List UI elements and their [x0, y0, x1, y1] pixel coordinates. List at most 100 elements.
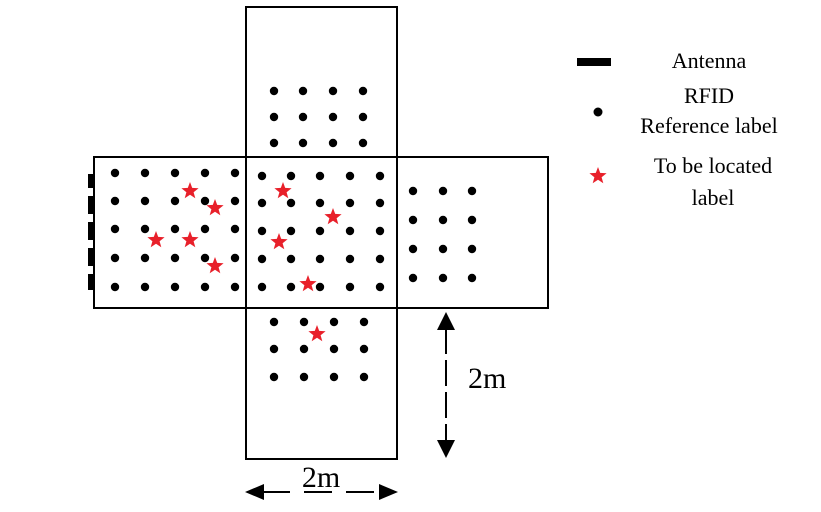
reference-dot: [408, 186, 418, 196]
vertical-dimension: [437, 312, 455, 458]
reference-dot: [359, 344, 369, 354]
reference-dot: [375, 254, 385, 264]
reference-dot: [298, 86, 308, 96]
reference-dot: [467, 186, 477, 196]
horizontal-dimension: [245, 484, 398, 500]
legend-located-line2: label: [692, 185, 735, 210]
black-dot-icon: [593, 107, 603, 117]
reference-dot: [140, 253, 150, 263]
reference-dot: [298, 138, 308, 148]
room-right: [396, 156, 549, 309]
reference-dot: [110, 224, 120, 234]
horizontal-dimension-label: 2m: [302, 461, 340, 494]
located-star: [181, 231, 199, 248]
reference-dot: [359, 372, 369, 382]
room-bottom: [245, 307, 398, 460]
room-outlines: [93, 6, 549, 460]
reference-dot: [298, 112, 308, 122]
reference-dot: [408, 244, 418, 254]
reference-dot: [438, 244, 448, 254]
reference-dot: [257, 198, 267, 208]
reference-dot: [200, 196, 210, 206]
reference-dot: [375, 198, 385, 208]
located-star: [147, 231, 165, 248]
reference-dot: [299, 372, 309, 382]
legend-antenna-label: Antenna: [672, 48, 747, 73]
reference-dot: [315, 254, 325, 264]
reference-dot: [200, 224, 210, 234]
reference-dot: [467, 273, 477, 283]
antenna-mark: [88, 174, 93, 188]
reference-dot: [269, 86, 279, 96]
legend-located-line1: To be located: [654, 153, 772, 178]
reference-dot: [286, 198, 296, 208]
reference-dot: [315, 198, 325, 208]
reference-dot: [230, 196, 240, 206]
reference-dot: [170, 168, 180, 178]
reference-dot: [110, 253, 120, 263]
red-star-shape: [589, 167, 607, 184]
reference-dot: [286, 171, 296, 181]
antenna-mark: [88, 196, 93, 214]
reference-dot: [140, 224, 150, 234]
reference-dot: [200, 253, 210, 263]
reference-dot: [257, 226, 267, 236]
reference-dot: [170, 282, 180, 292]
reference-dot: [269, 372, 279, 382]
legend-reference-line2: Reference label: [640, 113, 777, 138]
reference-dot: [358, 112, 368, 122]
reference-dot: [329, 372, 339, 382]
antenna-marks: [88, 174, 93, 290]
reference-dot: [329, 317, 339, 327]
reference-dot: [110, 168, 120, 178]
reference-dot: [110, 282, 120, 292]
reference-dot: [269, 344, 279, 354]
reference-dot: [269, 138, 279, 148]
reference-dot: [170, 253, 180, 263]
reference-dot: [328, 86, 338, 96]
reference-dot: [375, 226, 385, 236]
located-stars: [147, 182, 342, 342]
reference-dot: [328, 112, 338, 122]
reference-dot: [358, 86, 368, 96]
located-star: [274, 182, 292, 199]
reference-dot: [345, 254, 355, 264]
located-star: [299, 275, 317, 292]
reference-dot: [269, 317, 279, 327]
reference-dot: [230, 253, 240, 263]
reference-dot: [257, 254, 267, 264]
vertical-dimension-label: 2m: [468, 362, 506, 395]
reference-dot: [359, 317, 369, 327]
room-top: [245, 6, 398, 158]
located-star: [324, 208, 342, 225]
reference-dot: [286, 254, 296, 264]
reference-dot: [328, 138, 338, 148]
reference-dot: [315, 171, 325, 181]
antenna-mark: [88, 248, 93, 266]
reference-dot: [140, 168, 150, 178]
antenna-bar-icon: [577, 58, 611, 66]
reference-dot: [286, 226, 296, 236]
located-star: [206, 257, 224, 274]
arrow-down-icon: [437, 440, 455, 458]
reference-dot: [408, 273, 418, 283]
reference-dot: [345, 198, 355, 208]
located-star: [270, 233, 288, 250]
reference-dot: [315, 226, 325, 236]
reference-dot: [200, 282, 210, 292]
red-star-icon: [589, 167, 607, 184]
reference-dot: [345, 282, 355, 292]
reference-dot: [438, 186, 448, 196]
reference-dot: [345, 171, 355, 181]
reference-dot: [269, 112, 279, 122]
reference-dot: [299, 317, 309, 327]
reference-dot: [299, 344, 309, 354]
reference-dot: [408, 215, 418, 225]
located-star: [206, 199, 224, 216]
antenna-mark: [88, 274, 93, 290]
reference-dot: [257, 282, 267, 292]
reference-dots: [110, 86, 477, 382]
reference-dot: [140, 282, 150, 292]
reference-dot: [438, 273, 448, 283]
